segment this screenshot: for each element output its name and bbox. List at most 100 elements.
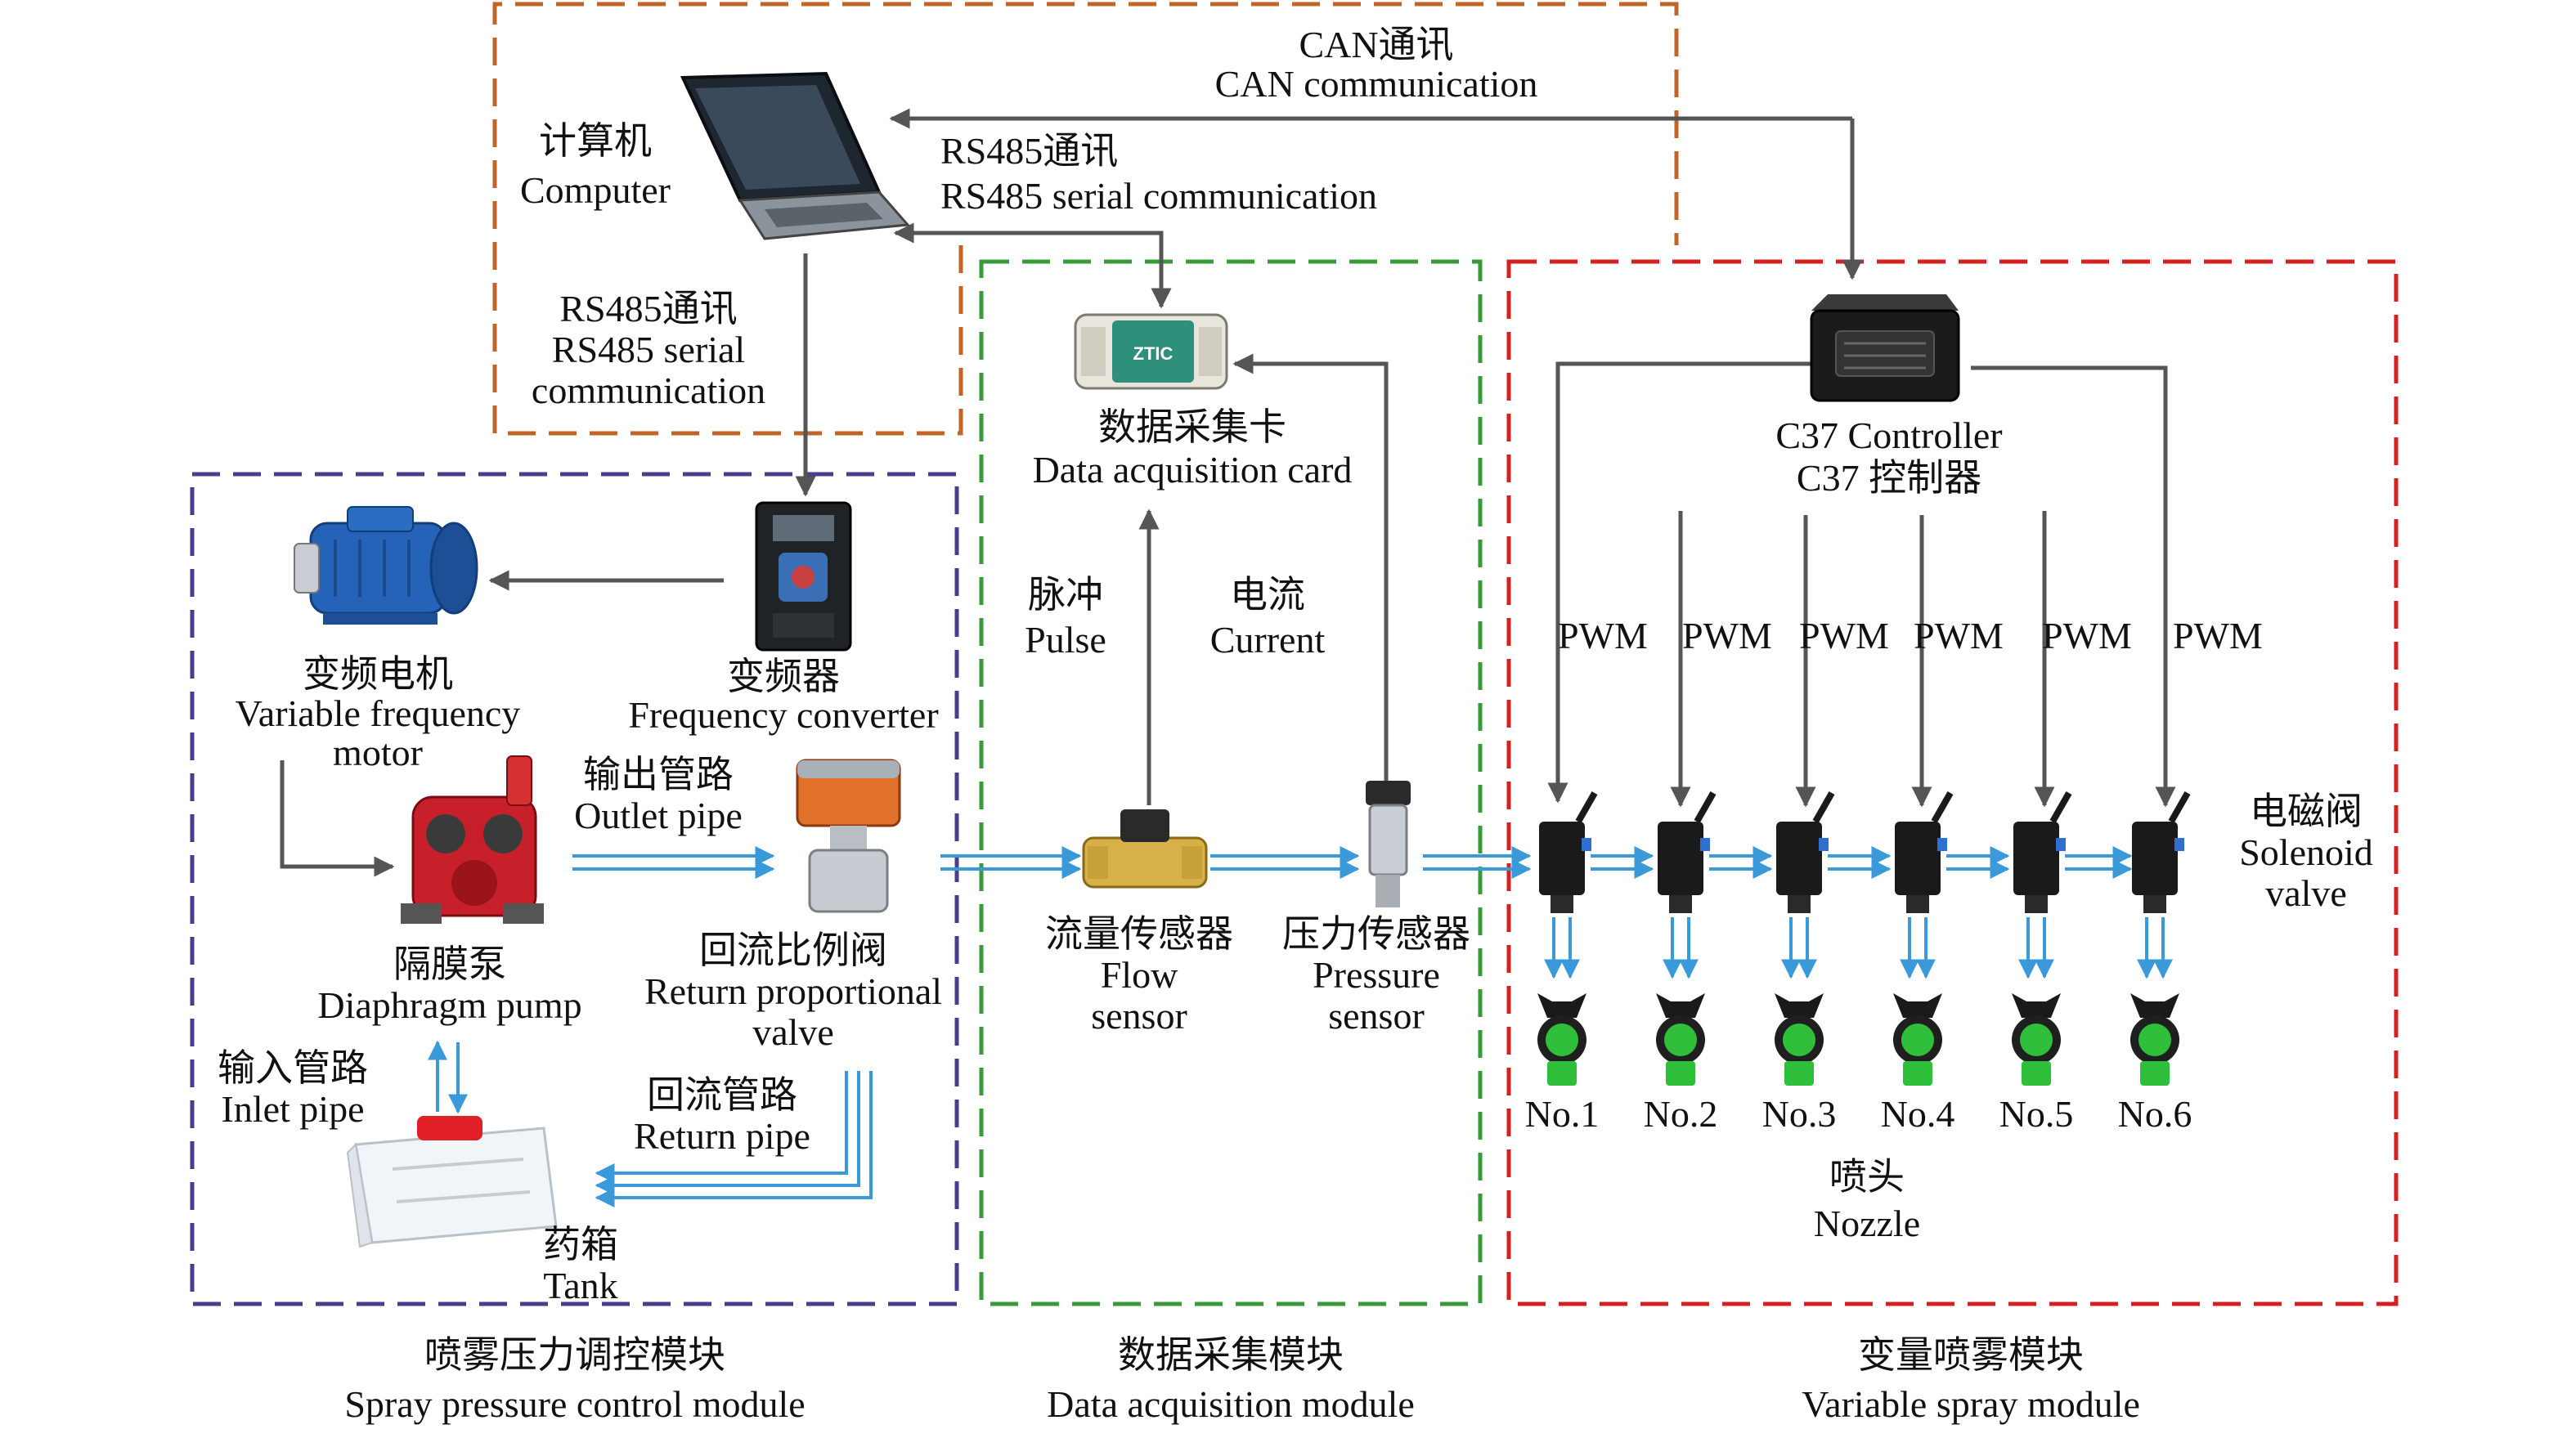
nozzle-label-en: Nozzle bbox=[1814, 1203, 1920, 1244]
rs485-top-label-en: RS485 serial communication bbox=[940, 175, 1377, 217]
pwm-label-1: PWM bbox=[1558, 615, 1648, 656]
pulse-label-cn: 脉冲 bbox=[1028, 574, 1103, 616]
tank-label-en: Tank bbox=[543, 1265, 617, 1306]
pump-label-cn: 隔膜泵 bbox=[393, 943, 506, 985]
computer-label-cn: 计算机 bbox=[539, 120, 652, 162]
solenoid-valve-4 bbox=[1895, 791, 1954, 913]
pressure-sensor-label-en2: sensor bbox=[1328, 995, 1425, 1037]
can-label-cn: CAN通讯 bbox=[1299, 24, 1453, 65]
nozzle-number-1: No.1 bbox=[1525, 1093, 1600, 1135]
controller-icon bbox=[1810, 294, 1960, 402]
nozzle-icon-1 bbox=[1537, 993, 1586, 1086]
spray-pipe-1 bbox=[1544, 917, 1580, 979]
pressure-sensor-icon bbox=[1366, 781, 1411, 907]
rs485-left-label-en1: RS485 serial bbox=[552, 329, 745, 370]
data-acquisition-module-border bbox=[979, 259, 1483, 1306]
solenoid-valve-2 bbox=[1658, 791, 1717, 913]
inlet-pipe bbox=[428, 1040, 468, 1114]
controller-label-en: C37 Controller bbox=[1775, 414, 2002, 456]
return-pipe-label-cn: 回流管路 bbox=[647, 1074, 797, 1116]
pwm-label-4: PWM bbox=[1914, 615, 2004, 656]
motor-icon bbox=[294, 506, 478, 625]
solenoid-valve-1 bbox=[1539, 791, 1598, 913]
outlet-pipe-label-cn: 输出管路 bbox=[583, 754, 734, 795]
nozzle-icon-6 bbox=[2130, 993, 2179, 1086]
pwm-label-5: PWM bbox=[2042, 615, 2132, 656]
data-acquisition-module-label-en: Data acquisition module bbox=[1047, 1383, 1415, 1425]
nozzle-number-3: No.3 bbox=[1762, 1093, 1837, 1135]
outlet-pipe bbox=[572, 846, 775, 879]
laptop-icon bbox=[680, 71, 911, 240]
solenoid-label-cn: 电磁阀 bbox=[2250, 791, 2363, 832]
rs485-left-label-cn: RS485通讯 bbox=[559, 288, 737, 329]
return-valve-label-en1: Return proportional bbox=[644, 970, 942, 1012]
pressure-sensor-label-cn: 压力传感器 bbox=[1282, 913, 1470, 955]
return-valve-icon bbox=[796, 759, 901, 913]
spray-pipe-4 bbox=[1900, 917, 1936, 979]
solenoid-valve-6 bbox=[2132, 791, 2191, 913]
pwm-label-3: PWM bbox=[1799, 615, 1889, 656]
spray-pipe-3 bbox=[1781, 917, 1817, 979]
nozzle-number-4: No.4 bbox=[1881, 1093, 1955, 1135]
motor-label-en1: Variable frequency bbox=[236, 692, 521, 734]
tank-icon bbox=[346, 1116, 558, 1248]
spray-pressure-module-label-cn: 喷雾压力调控模块 bbox=[424, 1334, 725, 1376]
motor-to-pump-line bbox=[280, 760, 395, 877]
nozzle-icon-5 bbox=[2012, 993, 2061, 1086]
nozzle-number-labels: No.1 No.2 No.3 No.4 No.5 No.6 bbox=[1525, 1093, 2192, 1135]
pressure-sensor-label-en1: Pressure bbox=[1313, 954, 1440, 996]
nozzle-number-2: No.2 bbox=[1644, 1093, 1718, 1135]
current-label-en: Current bbox=[1210, 619, 1326, 661]
solenoid-valve-3 bbox=[1776, 791, 1835, 913]
can-label-en: CAN communication bbox=[1215, 63, 1538, 105]
nozzle-number-6: No.6 bbox=[2118, 1093, 2192, 1135]
rs485-top-label-cn: RS485通讯 bbox=[940, 130, 1118, 172]
frequency-converter-icon bbox=[755, 501, 852, 652]
spray-pipe-5 bbox=[2018, 917, 2054, 979]
nozzle-icons bbox=[1537, 993, 2179, 1086]
manifold-pipes bbox=[1591, 846, 2133, 879]
nozzle-icon-3 bbox=[1775, 993, 1824, 1086]
data-acquisition-module-label-cn: 数据采集模块 bbox=[1118, 1334, 1344, 1376]
variable-spray-module-label-en: Variable spray module bbox=[1802, 1383, 2140, 1425]
converter-label-en: Frequency converter bbox=[628, 694, 938, 736]
controller-wire-left bbox=[1547, 361, 1815, 804]
outlet-pipe-label-en: Outlet pipe bbox=[574, 795, 743, 836]
nozzle-icon-4 bbox=[1893, 993, 1942, 1086]
variable-spray-module-border bbox=[1506, 259, 2399, 1306]
inlet-pipe-label-cn: 输入管路 bbox=[218, 1047, 368, 1089]
nozzle-number-5: No.5 bbox=[1999, 1093, 2074, 1135]
pump-label-en: Diaphragm pump bbox=[317, 984, 581, 1026]
current-line bbox=[1232, 353, 1389, 785]
daq-card-icon: ZTIC bbox=[1074, 313, 1228, 390]
solenoid-label-en2: valve bbox=[2265, 872, 2347, 914]
spray-pressure-module-border bbox=[190, 472, 959, 1306]
spray-pressure-module-label-en: Spray pressure control module bbox=[344, 1383, 805, 1425]
pressure-to-manifold-pipe bbox=[1423, 846, 1532, 879]
nozzle-icon-2 bbox=[1656, 993, 1705, 1086]
daq-card-label-en: Data acquisition card bbox=[1033, 449, 1353, 491]
return-valve-label-cn: 回流比例阀 bbox=[699, 930, 887, 971]
flow-to-pressure-pipe bbox=[1210, 846, 1360, 879]
solenoid-valves bbox=[1539, 791, 2191, 979]
return-valve-label-en2: valve bbox=[752, 1011, 834, 1053]
tank-label-cn: 药箱 bbox=[543, 1224, 618, 1266]
spray-pipe-2 bbox=[1663, 917, 1699, 979]
pulse-label-en: Pulse bbox=[1025, 619, 1106, 661]
return-pipe bbox=[595, 1071, 873, 1207]
inlet-pipe-label-en: Inlet pipe bbox=[222, 1088, 365, 1130]
spray-pipe-6 bbox=[2137, 917, 2173, 979]
variable-spray-module-label-cn: 变量喷雾模块 bbox=[1858, 1334, 2084, 1376]
motor-label-cn: 变频电机 bbox=[303, 653, 453, 695]
daq-brand-text: ZTIC bbox=[1133, 343, 1174, 364]
diaphragm-pump-icon bbox=[401, 755, 544, 924]
flow-sensor-icon bbox=[1082, 809, 1208, 889]
flow-sensor-label-en1: Flow bbox=[1101, 954, 1178, 996]
motor-label-en2: motor bbox=[333, 732, 423, 773]
controller-label-cn: C37 控制器 bbox=[1797, 457, 1981, 499]
controller-wire-right bbox=[1971, 365, 2176, 808]
converter-label-cn: 变频器 bbox=[727, 656, 840, 697]
daq-card-label-cn: 数据采集卡 bbox=[1098, 406, 1286, 448]
